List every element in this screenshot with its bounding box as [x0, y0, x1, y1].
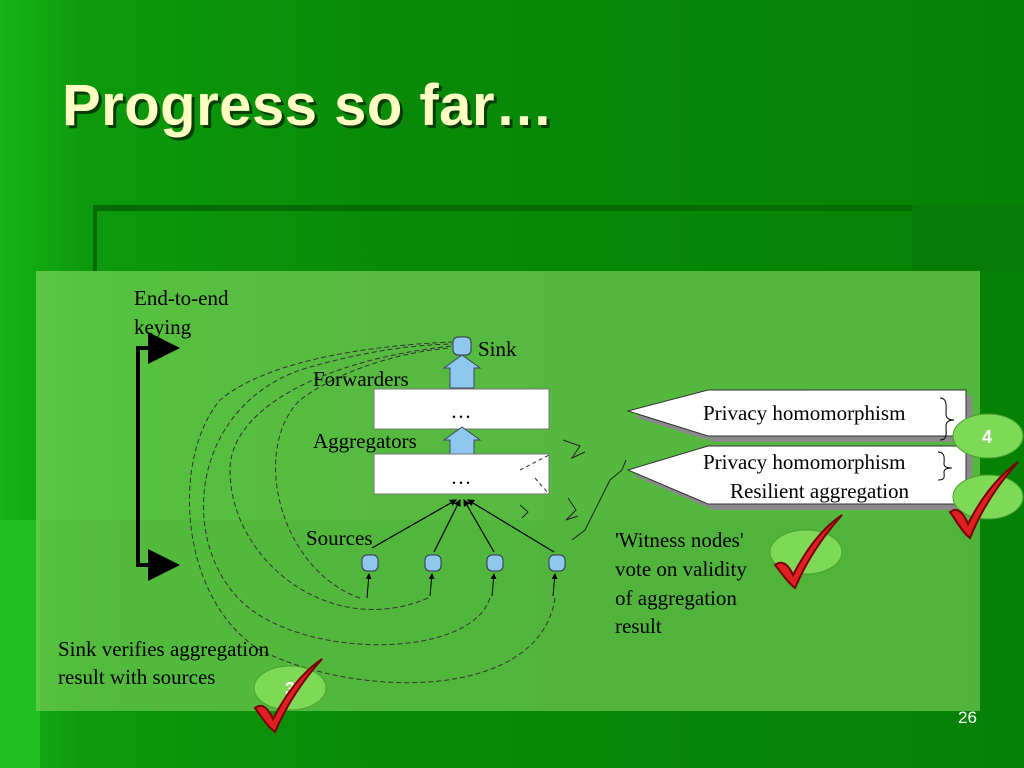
aggregators-box: [373, 453, 550, 495]
verification-paths: [188, 341, 556, 684]
source-stubs: [365, 573, 558, 599]
badge-3-text: 3: [285, 679, 295, 699]
slide-title: Progress so far…: [62, 73, 554, 138]
witness-links: [519, 439, 627, 541]
badge-4: [952, 413, 1024, 459]
forwarders-box-text: …: [451, 399, 472, 423]
source-nodes: [361, 554, 566, 572]
end-to-end-label: End-to-end: [134, 286, 229, 310]
keying-label: keying: [134, 315, 192, 339]
sink-node-icon: [452, 336, 472, 356]
check-mark-icon: [948, 461, 1019, 540]
up-arrow-icon: [442, 354, 482, 389]
check-mark-icon: [253, 658, 323, 734]
callout-privacy-text: Privacy homomorphism: [703, 401, 905, 425]
node-icon: [548, 554, 566, 572]
node-icon: [424, 554, 442, 572]
node-icon: [361, 554, 379, 572]
callout-privacy: [626, 389, 967, 437]
aggregators-label: Aggregators: [313, 429, 417, 453]
bracket-arrow-icon: [136, 332, 180, 581]
sink-label: Sink: [478, 337, 517, 361]
page-number: 26: [958, 708, 977, 727]
up-arrow-icon: [442, 426, 482, 455]
accent-strip: [0, 520, 40, 768]
aggregators-box-text: …: [451, 465, 472, 489]
sink-verifies-text-1: Sink verifies aggregation: [58, 637, 270, 661]
badge-4-text: 4: [982, 427, 992, 447]
accent-bar-side: [93, 205, 97, 271]
sources-label: Sources: [306, 526, 373, 550]
callout-resilient-text: Resilient aggregation: [730, 479, 910, 503]
forwarders-label: Forwarders: [313, 367, 409, 391]
callout-privacy-text-2: Privacy homomorphism: [703, 450, 905, 474]
witness-text-2: vote on validity: [615, 557, 747, 581]
callout-privacy-resilient: [626, 445, 967, 505]
witness-text-1: 'Witness nodes': [615, 528, 744, 552]
check-mark-icon: [773, 514, 843, 590]
source-links: [371, 498, 555, 553]
witness-text-3: of aggregation: [615, 586, 737, 610]
accent-bar-right: [912, 205, 1024, 271]
witness-text-4: result: [615, 614, 662, 638]
accent-bar-top: [96, 205, 914, 211]
node-icon: [486, 554, 504, 572]
sink-verifies-text-2: result with sources: [58, 665, 215, 689]
